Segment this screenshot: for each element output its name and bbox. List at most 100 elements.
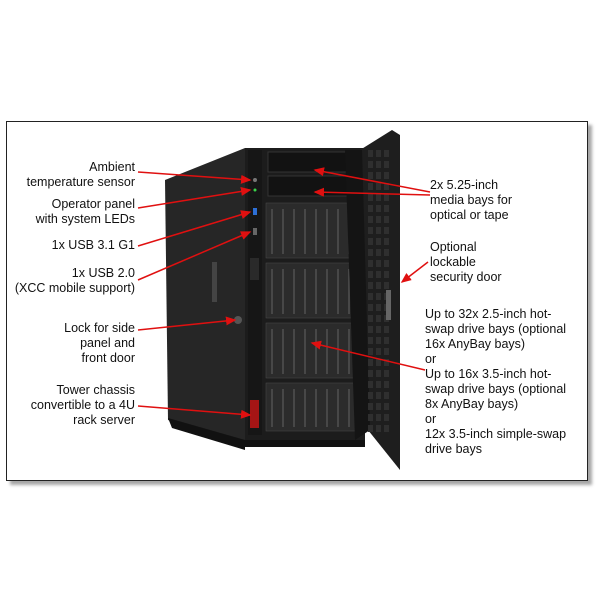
door-vent bbox=[376, 260, 381, 267]
door-vent bbox=[368, 425, 373, 432]
door-vent bbox=[376, 238, 381, 245]
door-vent bbox=[376, 315, 381, 322]
callout-line: media bays for bbox=[430, 193, 512, 207]
callout-line: or bbox=[425, 412, 437, 426]
door-vent bbox=[368, 359, 373, 366]
door-vent bbox=[368, 326, 373, 333]
callout-line: 8x AnyBay bays) bbox=[425, 397, 519, 411]
door-vent bbox=[384, 348, 389, 355]
door-vent bbox=[368, 370, 373, 377]
callout-line: Optional bbox=[430, 240, 477, 254]
callout-line: panel and bbox=[80, 336, 135, 350]
callout-line: Up to 16x 3.5-inch hot- bbox=[425, 367, 552, 381]
drive-cage-group bbox=[265, 202, 361, 432]
door-vent bbox=[368, 271, 373, 278]
door-vent bbox=[376, 403, 381, 410]
callout-line: 2x 5.25-inch bbox=[430, 178, 499, 192]
door-handle bbox=[386, 290, 391, 320]
door-vent bbox=[384, 359, 389, 366]
media-bay-1 bbox=[267, 151, 357, 173]
arrow-operator bbox=[137, 186, 252, 209]
callout-line: drive bays bbox=[425, 442, 482, 456]
door-vent bbox=[368, 293, 373, 300]
arrow-door bbox=[400, 261, 429, 283]
door-vent bbox=[376, 249, 381, 256]
door-vent bbox=[376, 271, 381, 278]
door-vent bbox=[384, 194, 389, 201]
door-vent bbox=[368, 304, 373, 311]
door-vent bbox=[384, 238, 389, 245]
chassis-side-panel bbox=[165, 148, 245, 445]
callout-line: Up to 32x 2.5-inch hot- bbox=[425, 307, 552, 321]
door-vent bbox=[384, 260, 389, 267]
callout-line: swap drive bays (optional bbox=[425, 322, 567, 336]
door-vent bbox=[376, 282, 381, 289]
callout-usb31: 1x USB 3.1 G1 bbox=[52, 238, 135, 253]
door-vent bbox=[368, 161, 373, 168]
usb20-port bbox=[253, 228, 257, 235]
door-vent bbox=[384, 370, 389, 377]
door-vent bbox=[368, 337, 373, 344]
door-vent bbox=[368, 172, 373, 179]
callout-line: front door bbox=[81, 351, 135, 365]
status-led bbox=[253, 188, 257, 192]
thinksystem-logo bbox=[250, 400, 259, 428]
door-vent bbox=[368, 205, 373, 212]
callout-line: swap drive bays (optional bbox=[425, 382, 567, 396]
door-vent bbox=[368, 403, 373, 410]
callout-line: Lock for side bbox=[64, 321, 135, 335]
door-vent bbox=[368, 238, 373, 245]
door-vent bbox=[376, 414, 381, 421]
callout-line: 16x AnyBay bays) bbox=[425, 337, 526, 351]
arrow-lock bbox=[137, 316, 237, 331]
door-vent bbox=[384, 249, 389, 256]
door-vent bbox=[376, 370, 381, 377]
door-vent bbox=[376, 392, 381, 399]
drive-bay-slots bbox=[271, 209, 350, 427]
callout-line: 1x USB 3.1 G1 bbox=[51, 238, 135, 252]
callout-line: (XCC mobile support) bbox=[14, 281, 135, 295]
callout-line: rack server bbox=[73, 413, 135, 427]
callout-line: lockable bbox=[430, 255, 476, 269]
door-vent bbox=[376, 359, 381, 366]
door-vent bbox=[376, 216, 381, 223]
door-vent bbox=[376, 205, 381, 212]
door-vent bbox=[384, 425, 389, 432]
door-vent bbox=[376, 172, 381, 179]
callout-drives: Up to 32x 2.5-inch hot-swap drive bays (… bbox=[425, 307, 566, 457]
side-panel-handle bbox=[212, 262, 217, 302]
callout-usb20: 1x USB 2.0(XCC mobile support) bbox=[15, 266, 135, 296]
usb31-port bbox=[253, 208, 257, 215]
arrow-usb31 bbox=[137, 210, 252, 247]
door-vent bbox=[384, 227, 389, 234]
door-vent bbox=[368, 227, 373, 234]
door-vent-pattern bbox=[368, 150, 389, 432]
door-vent bbox=[384, 392, 389, 399]
callout-line: temperature sensor bbox=[26, 175, 135, 189]
door-vent bbox=[376, 381, 381, 388]
door-vent bbox=[376, 326, 381, 333]
callout-line: 12x 3.5-inch simple-swap bbox=[425, 427, 567, 441]
door-vent bbox=[384, 326, 389, 333]
door-vent bbox=[376, 348, 381, 355]
side-panel-lock bbox=[234, 316, 242, 324]
arrow-ambient bbox=[137, 171, 252, 184]
thinksystem-badge bbox=[250, 258, 259, 280]
door-vent bbox=[384, 216, 389, 223]
front-control-strip bbox=[248, 150, 262, 435]
door-vent bbox=[376, 194, 381, 201]
callout-arrows bbox=[137, 167, 431, 419]
door-vent bbox=[368, 150, 373, 157]
door-vent bbox=[384, 403, 389, 410]
door-vent bbox=[376, 183, 381, 190]
door-vent bbox=[368, 249, 373, 256]
door-vent bbox=[384, 161, 389, 168]
temperature-sensor bbox=[253, 178, 257, 182]
security-door-edge bbox=[345, 150, 370, 440]
callout-line: security door bbox=[430, 270, 502, 284]
